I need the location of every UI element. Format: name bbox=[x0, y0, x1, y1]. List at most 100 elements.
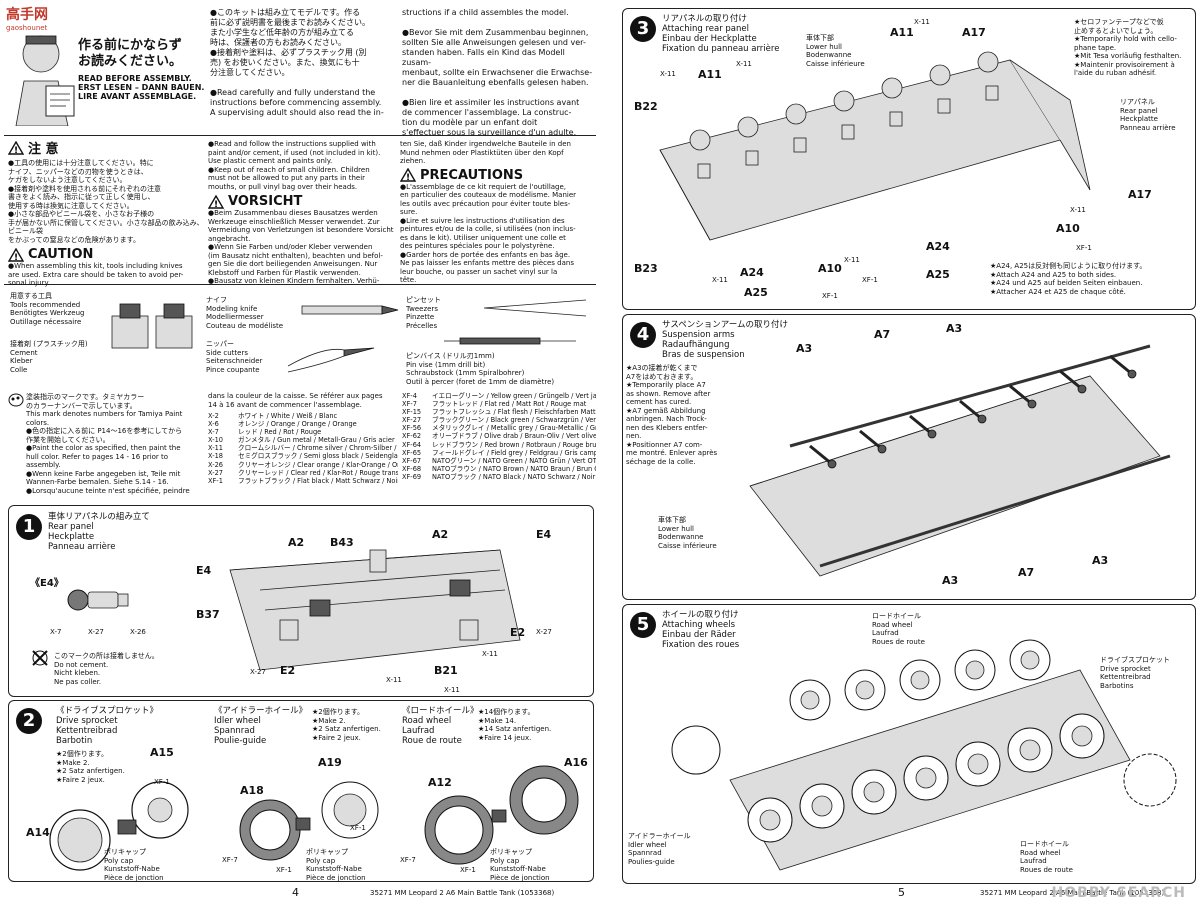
polycap-label: ポリキャップ Poly cap Kunststoff-Nabe Pièce de… bbox=[104, 848, 164, 882]
page-footer: 35271 MM Leopard 2 A6 Main Battle Tank (… bbox=[370, 889, 555, 897]
arm-spindle bbox=[877, 444, 887, 454]
page-number: 5 bbox=[898, 886, 905, 899]
paint-tag: X-27 bbox=[250, 668, 266, 676]
paint-name: レッドブラウン / Red brown / Rotbraun / Rouge b… bbox=[432, 440, 596, 449]
caution-en-text: ●When assembling this kit, tools includi… bbox=[8, 262, 184, 287]
svg-text:!: ! bbox=[14, 146, 18, 155]
mascot-illustration bbox=[15, 35, 75, 126]
step-5-title: ホイールの取り付け Attaching wheels Einbau der Rä… bbox=[662, 610, 740, 650]
paint-intro-cont: dans la couleur de la caisse. Se référer… bbox=[208, 392, 383, 409]
idler-wheel-label: アイドラーホイール Idler wheel Spannrad Poulies-g… bbox=[628, 832, 691, 866]
arm-spindle bbox=[927, 429, 937, 439]
arm-spindle bbox=[827, 459, 837, 469]
caution-fr-block: ten Sie, daß Kinder irgendwelche Bauteil… bbox=[400, 140, 594, 285]
part-label: A3 bbox=[1092, 554, 1109, 567]
step1-e4-label: 《E4》 bbox=[30, 578, 64, 589]
torsion-arm-part bbox=[985, 85, 999, 101]
paint-name: フラットレッド / Flat red / Matt Rot / Rouge ma… bbox=[432, 400, 587, 409]
paint-code: XF-15 bbox=[402, 408, 422, 417]
intro-heading: 作る前にかならず お読みください。 READ BEFORE ASSEMBLY. … bbox=[78, 38, 208, 101]
drive-sprocket-diagram bbox=[49, 781, 189, 871]
precautions-text: ●L'assemblage de ce kit requiert de l'ou… bbox=[400, 182, 577, 285]
road-wheel-hub bbox=[967, 753, 989, 775]
part-label: A10 bbox=[1056, 222, 1080, 235]
suspension-arm bbox=[859, 429, 883, 451]
logo-text: 高手网 bbox=[6, 7, 48, 23]
paint-row: XF-4 イエローグリーン / Yellow green / Grüngelb /… bbox=[402, 392, 596, 400]
part-label: A11 bbox=[890, 26, 914, 39]
site-logo: 高手网 gaoshounet bbox=[6, 4, 48, 32]
paint-code: XF-64 bbox=[402, 440, 422, 449]
road-wheel-hub bbox=[915, 767, 937, 789]
step1-e4-detail bbox=[67, 589, 129, 611]
hub-boss bbox=[689, 129, 711, 151]
caution-jp-text: ●工具の使用には十分注意してください。特に ナイフ、ニッパーなどの刃物を使うとき… bbox=[8, 159, 204, 244]
paint-name: NATOブラック / NATO Black / NATO Schwarz / N… bbox=[432, 472, 596, 481]
caution-en-paint-text: ●Read and follow the instructions suppli… bbox=[208, 140, 381, 191]
paint-mark-icon bbox=[8, 393, 24, 407]
paint-name: フラットブラック / Flat black / Matt Schwarz / N… bbox=[238, 476, 398, 485]
tweezers-illustration bbox=[483, 299, 587, 317]
part-label: A3 bbox=[942, 574, 959, 587]
paint-code: XF-56 bbox=[402, 424, 422, 433]
sprocket-make: ★2個作ります。 ★Make 2. ★2 Satz anfertigen. ★F… bbox=[56, 750, 125, 784]
road-wheel-diagram bbox=[424, 765, 579, 865]
paint-tag: X-27 bbox=[536, 628, 552, 636]
paint-tag: X-11 bbox=[844, 256, 860, 264]
paint-code: X-18 bbox=[208, 452, 223, 461]
page-footer: 35271 MM Leopard 2 A6 Main Battle Tank (… bbox=[980, 889, 1165, 897]
paint-code: XF-27 bbox=[402, 416, 422, 425]
intro-heading-en: READ BEFORE ASSEMBLY. bbox=[78, 74, 192, 83]
manual-page-5: 3 リアパネルの取り付け Attaching rear panel Einbau… bbox=[600, 0, 1200, 903]
intro-heading-jp: 作る前にかならず お読みください。 bbox=[78, 38, 183, 69]
paint-code: X-6 bbox=[208, 420, 219, 429]
paint-intro: 塗装指示のマークです。タミヤカラー のカラーナンバーで示しています。 This … bbox=[26, 393, 190, 495]
knife-illustration bbox=[301, 305, 399, 315]
drive-sprocket bbox=[1123, 753, 1177, 807]
rear-panel-label: リアパネル Rear panel Heckplatte Panneau arri… bbox=[1120, 98, 1176, 132]
paint-code: XF-4 bbox=[402, 392, 417, 400]
hub-boss bbox=[737, 116, 759, 138]
part-label: A25 bbox=[926, 268, 950, 281]
paint-tag: X-11 bbox=[482, 650, 498, 658]
warning-triangle-icon: ! bbox=[8, 247, 24, 262]
paint-tag: XF-1 bbox=[862, 276, 878, 284]
intro-heading-de: ERST LESEN – DANN BAUEN. bbox=[78, 83, 205, 92]
road-wheel-hub bbox=[855, 680, 875, 700]
part-label: A25 bbox=[744, 286, 768, 299]
torsion-arm-part bbox=[793, 137, 807, 153]
torsion-arm-part bbox=[937, 98, 951, 114]
paint-tag: XF-1 bbox=[154, 778, 170, 786]
arm-spindle bbox=[1027, 399, 1037, 409]
part-label: A17 bbox=[1128, 188, 1152, 201]
paint-code: XF-62 bbox=[402, 432, 422, 441]
sprocket-title: 《ドライブスプロケット》 Drive sprocket Kettentreibr… bbox=[56, 706, 159, 746]
paint-name: フラットフレッシュ / Flat flesh / Fleischfarben M… bbox=[432, 408, 596, 417]
roadwheel-label: ロードホイール Road wheel Laufrad Roues de rout… bbox=[872, 612, 925, 646]
paint-list-right: XF-4 イエローグリーン / Yellow green / Grüngelb /… bbox=[402, 392, 596, 481]
paint-code: XF-67 bbox=[402, 456, 422, 465]
lower-hull-label: 車体下部 Lower hull Bodenwanne Caisse inféri… bbox=[806, 34, 865, 68]
manual-page-4: 高手网 gaoshounet 作る前にかならず お読みください。 READ BE… bbox=[0, 0, 600, 903]
hub-boss bbox=[881, 77, 903, 99]
precautions-title: PRECAUTIONS bbox=[420, 167, 524, 183]
no-cement-icon bbox=[32, 650, 48, 666]
paint-tag: X-11 bbox=[914, 18, 930, 26]
paint-name: ブラックグリーン / Black green / Schwarzgrün / V… bbox=[432, 416, 596, 425]
step-3-note: ★セロファンテープなどで仮 止めするとよいでしょう。 ★Temporarily … bbox=[1074, 18, 1182, 77]
part-label: E2 bbox=[510, 626, 526, 639]
step-1-title: 車体リアパネルの組み立て Rear panel Heckplatte Panne… bbox=[48, 512, 150, 552]
part-label: A15 bbox=[150, 746, 174, 759]
step1-rear-panel-diagram bbox=[229, 549, 521, 671]
paint-name: イエローグリーン / Yellow green / Grüngelb / Ver… bbox=[432, 392, 596, 400]
paint-row: XF-64 レッドブラウン / Red brown / Rotbraun / Ro… bbox=[402, 441, 596, 449]
part-label: A24 bbox=[740, 266, 764, 279]
